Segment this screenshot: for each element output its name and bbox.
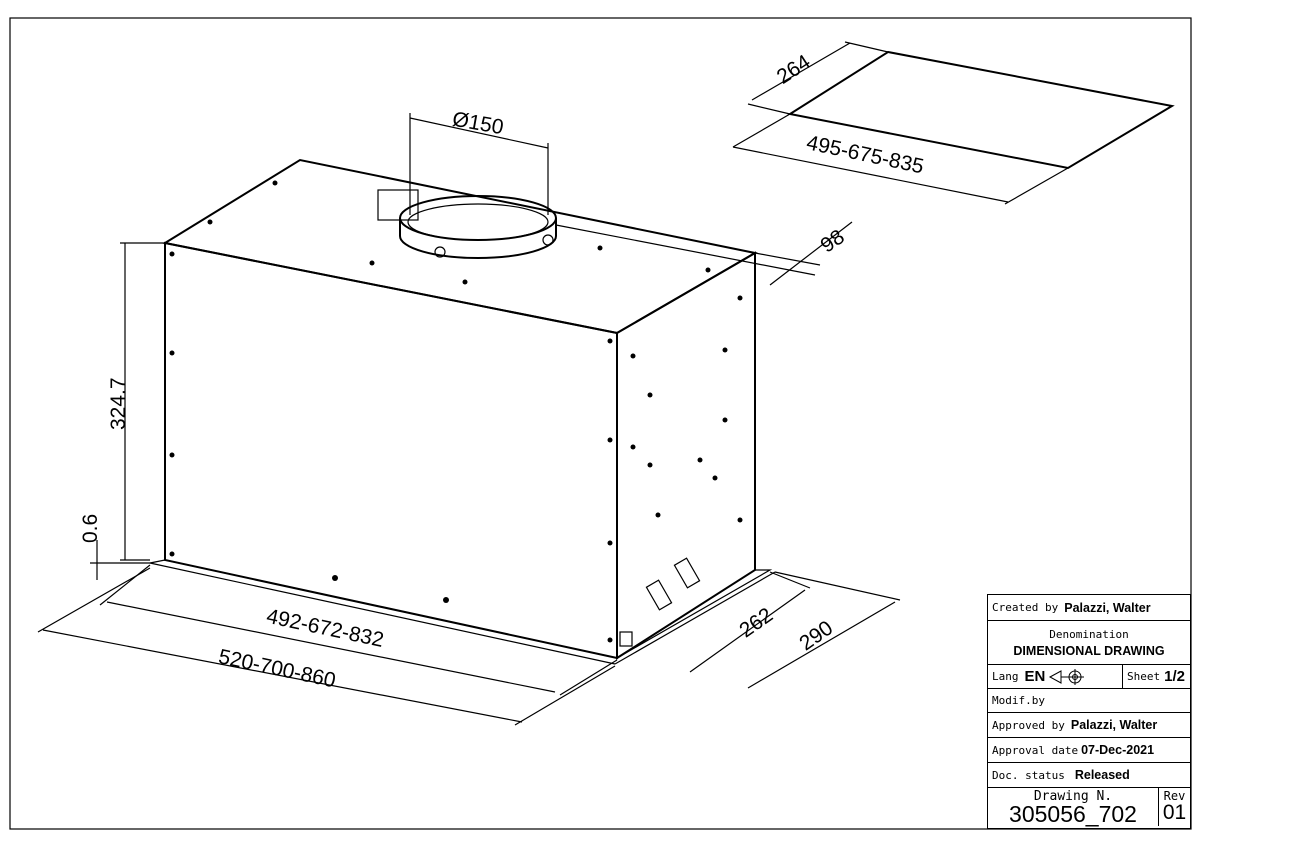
lang-value: EN xyxy=(1024,668,1046,685)
sheet-value: 1/2 xyxy=(1164,668,1185,685)
dim-panel-width: 495-675-835 xyxy=(805,131,926,178)
dim-duct-diameter: Ø150 xyxy=(451,108,506,140)
dim-outer-width: 520-700-860 xyxy=(216,645,337,692)
dim-duct-offset: 98 xyxy=(816,225,848,257)
rev-value: 01 xyxy=(1162,801,1187,824)
drawing-number-label: Drawing N. xyxy=(1033,789,1113,804)
status-value: Released xyxy=(1074,768,1130,782)
denomination-value: DIMENSIONAL DRAWING xyxy=(1013,643,1165,658)
lang-label: Lang xyxy=(992,670,1019,683)
projection-symbol-icon xyxy=(1049,668,1085,685)
drawing-frame xyxy=(9,17,1192,830)
created-label: Created by xyxy=(992,601,1059,614)
dim-outer-depth: 290 xyxy=(795,616,837,655)
drawing-number-value: 305056_702 xyxy=(1009,801,1137,827)
created-value: Palazzi, Walter xyxy=(1064,600,1151,615)
approved-label: Approved by xyxy=(992,718,1065,732)
dim-panel-depth: 264 xyxy=(773,50,815,89)
dim-height: 324.7 xyxy=(107,377,130,430)
modif-label: Modif.by xyxy=(992,694,1045,707)
approval-date-label: Approval date xyxy=(992,743,1079,757)
approval-date-value: 07-Dec-2021 xyxy=(1081,743,1155,757)
denomination-label: Denomination xyxy=(1049,627,1129,641)
sheet-label: Sheet xyxy=(1127,670,1161,683)
dimension-labels: Ø150 264 495-675-835 98 324.7 0.6 492-67… xyxy=(79,50,926,692)
hood-body xyxy=(149,158,776,665)
dim-inner-depth: 262 xyxy=(735,603,777,642)
title-block: Created by Palazzi, Walter Denomination D… xyxy=(987,594,1191,829)
status-label: Doc. status xyxy=(992,768,1065,782)
rev-label: Rev xyxy=(1163,789,1186,803)
approved-value: Palazzi, Walter xyxy=(1070,718,1158,732)
dimension-lines xyxy=(37,41,1069,726)
duct-collar xyxy=(377,189,557,259)
dim-inner-width: 492-672-832 xyxy=(264,605,385,652)
dim-gap: 0.6 xyxy=(79,514,102,543)
